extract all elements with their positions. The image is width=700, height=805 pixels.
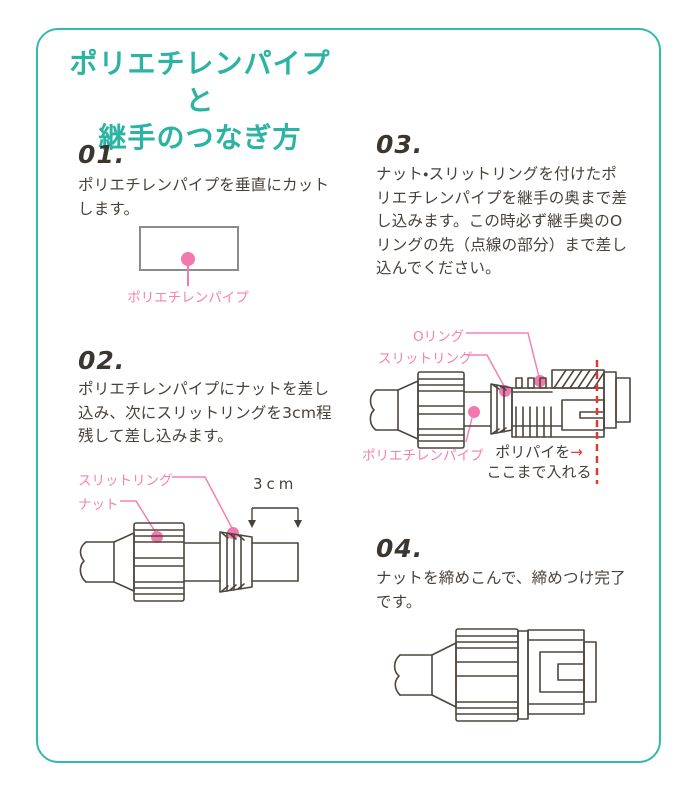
- page-title: ポリエチレンパイプと 継手のつなぎ方: [64, 46, 336, 157]
- step-01-number: 01.: [78, 140, 126, 169]
- pipe-label: ポリエチレンパイプ: [362, 448, 484, 464]
- pipe-callout-dot: [468, 406, 480, 418]
- slit-ring-label: スリットリング: [78, 473, 173, 489]
- right-arrow-icon: →: [570, 443, 583, 461]
- down-arrow-icon: [248, 520, 256, 528]
- step-01-text: ポリエチレンパイプを垂直にカットします。: [78, 176, 330, 218]
- step-04-number: 04.: [376, 534, 424, 563]
- step-03-number: 03.: [376, 130, 424, 159]
- callout-dot: [181, 252, 195, 266]
- step-03-text: ナット・スリットリングを付けたポリエチレンパイプを継手の奥まで差し込みます。この…: [376, 165, 628, 278]
- down-arrow-icon: [294, 520, 302, 528]
- page-title-line1: ポリエチレンパイプと: [69, 47, 331, 117]
- nut-label: ナット: [78, 497, 119, 513]
- pipe-cut-diagram: [139, 226, 239, 286]
- nut-callout-dot: [151, 531, 163, 543]
- slit-ring-callout-line: [466, 354, 505, 387]
- figure-nut-slitring: スリットリング ナット 3cm: [70, 466, 320, 628]
- tightened-fitting-diagram: [393, 628, 597, 722]
- pipe-label: ポリエチレンパイプ: [127, 290, 249, 306]
- oring-callout-line: [466, 332, 540, 378]
- tightened-lineart: [393, 628, 597, 722]
- pipe-assembly-lineart: [79, 522, 299, 602]
- slit-ring-callout-line: [172, 476, 233, 529]
- figure-pipe-cut: ポリエチレンパイプ: [70, 222, 320, 314]
- slit-ring-callout-dot: [227, 527, 239, 539]
- step-02-text: ポリエチレンパイプにナットを差し込み、次にスリットリングを3cm程残して差し込み…: [78, 380, 332, 446]
- pipe-callout-line: [465, 417, 473, 443]
- insertion-note-text: ポリパイを: [495, 443, 571, 461]
- insertion-note: ポリパイを→ ここまで入れる: [484, 443, 594, 482]
- slit-ring-label: スリットリング: [378, 351, 473, 367]
- nut-slitring-diagram: [79, 476, 302, 602]
- dimension-label: 3cm: [253, 475, 298, 493]
- nut-callout-line: [120, 500, 157, 534]
- insertion-note-text2: ここまで入れる: [486, 462, 592, 481]
- page-border: [36, 28, 661, 763]
- step-04-text: ナットを締めこんで、締めつけ完了です。: [376, 569, 626, 611]
- figure-fitting-insertion: Oリング スリットリング ポリエチレンパイプ ポリパイを→ ここまで入れる: [358, 322, 658, 492]
- figure-tightened-fitting: [388, 616, 618, 764]
- step-02-number: 02.: [78, 346, 126, 375]
- fitting-lineart: [369, 369, 631, 449]
- page-title-line2: 継手のつなぎ方: [98, 120, 302, 154]
- dimension-arrows: [251, 507, 299, 521]
- oring-label: Oリング: [413, 329, 465, 345]
- fitting-insertion-diagram: [369, 332, 631, 484]
